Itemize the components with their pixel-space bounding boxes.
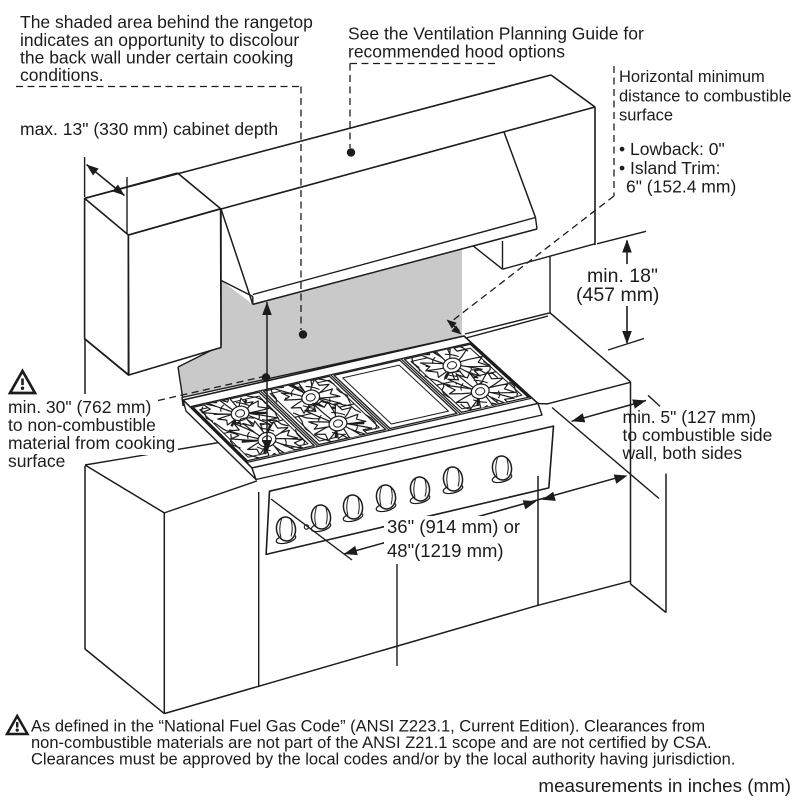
svg-text:See the Ventilation Planning G: See the Ventilation Planning Guide for [348,24,644,44]
svg-text:min. 5" (127 mm): min. 5" (127 mm) [623,407,757,427]
svg-text:wall, both sides: wall, both sides [622,443,743,463]
svg-text:recommended hood options: recommended hood options [348,42,565,62]
svg-text:surface: surface [619,107,673,125]
svg-text:• Island Trim:: • Island Trim: [619,158,720,178]
svg-text:• Lowback: 0": • Lowback: 0" [619,139,725,159]
svg-text:6" (152.4 mm): 6" (152.4 mm) [626,177,736,197]
svg-text:min. 18": min. 18" [587,265,658,287]
svg-text:to non-combustible: to non-combustible [8,415,156,435]
svg-text:distance to combustible: distance to combustible [619,88,791,106]
svg-text:min. 30" (762 mm): min. 30" (762 mm) [8,397,151,417]
svg-text:36" (914 mm) or: 36" (914 mm) or [387,516,520,537]
svg-text:Horizontal minimum: Horizontal minimum [619,68,765,86]
svg-text:The shaded area behind the ran: The shaded area behind the rangetop [20,12,313,32]
svg-text:conditions.: conditions. [20,65,104,85]
svg-text:As defined in the “National Fu: As defined in the “National Fuel Gas Cod… [31,718,705,736]
svg-text:the back wall under certain co: the back wall under certain cooking [20,48,293,68]
svg-text:material from cooking: material from cooking [8,433,175,453]
svg-text:indicates an opportunity to di: indicates an opportunity to discolour [20,30,299,50]
svg-text:non-combustible materials are: non-combustible materials are not part o… [31,734,712,752]
svg-text:(457 mm): (457 mm) [576,284,659,306]
svg-text:max. 13" (330 mm) cabinet dept: max. 13" (330 mm) cabinet depth [20,119,278,139]
svg-text:measurements in inches (mm): measurements in inches (mm) [538,775,791,796]
svg-text:to combustible side: to combustible side [623,425,773,445]
svg-text:Clearances must be approved by: Clearances must be approved by the local… [31,751,735,769]
svg-text:surface: surface [8,451,65,471]
svg-text:48"(1219 mm): 48"(1219 mm) [387,540,504,561]
